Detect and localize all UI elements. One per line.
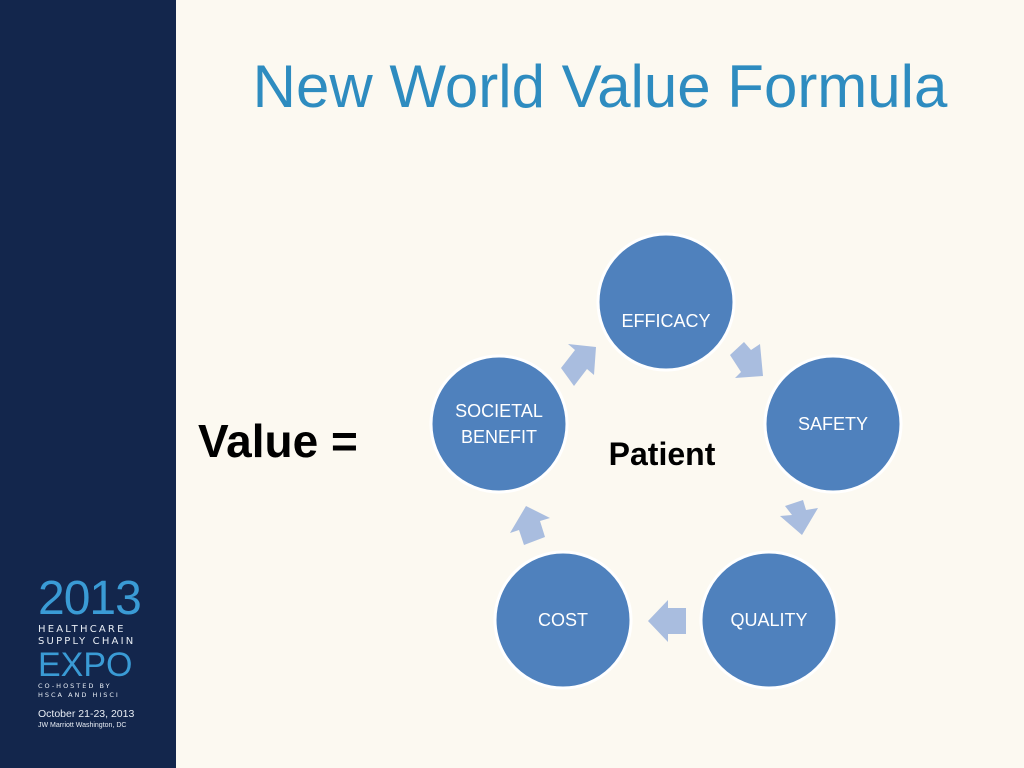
node-societal-label-1: SOCIETAL [455,401,543,421]
node-safety-label: SAFETY [798,414,868,434]
logo-line-2: SUPPLY CHAIN [38,636,136,647]
center-label: Patient [608,436,716,472]
arrow-cost-to-societal [510,506,550,545]
node-quality: QUALITY [699,550,839,690]
node-quality-label: QUALITY [730,610,807,630]
node-societal-label-2: BENEFIT [461,427,537,447]
logo-expo: EXPO [38,646,133,684]
node-efficacy-label: EFFICACY [621,311,710,331]
logo-venue: JW Marriott Washington, DC [38,722,127,729]
expo-logo: 2013 HEALTHCARE SUPPLY CHAIN EXPO CO-HOS… [38,572,148,730]
node-cost-label: COST [538,610,588,630]
arrow-quality-to-cost [648,600,686,642]
node-societal-benefit: SOCIETAL BENEFIT [429,354,569,494]
node-safety: SAFETY [763,354,903,494]
sidebar: 2013 HEALTHCARE SUPPLY CHAIN EXPO CO-HOS… [0,0,176,768]
logo-cohost-1: CO-HOSTED BY [38,682,112,690]
logo-line-1: HEALTHCARE [38,624,126,635]
node-cost: COST [493,550,633,690]
node-efficacy: EFFICACY [596,232,736,372]
slide-title: New World Value Formula [252,53,948,120]
arrow-societal-to-efficacy [561,344,596,386]
logo-dates: October 21-23, 2013 [38,708,135,720]
logo-cohost-2: HSCA AND HISCI [38,691,120,699]
value-label: Value = [198,415,358,467]
logo-year: 2013 [38,572,142,625]
arrow-efficacy-to-safety [730,342,763,378]
arrow-safety-to-quality [780,500,818,535]
